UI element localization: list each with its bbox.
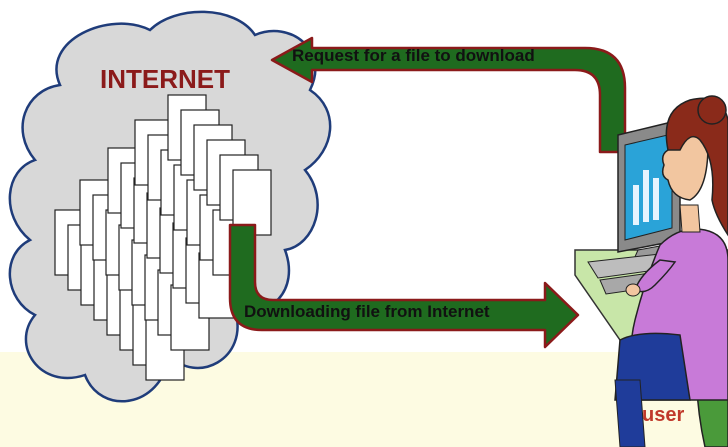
user-at-computer-icon xyxy=(574,95,728,447)
user-label: user xyxy=(642,404,685,426)
document-stack-icon xyxy=(54,94,272,381)
download-arrow xyxy=(228,223,580,349)
request-arrow xyxy=(270,36,627,154)
internet-label: INTERNET xyxy=(100,64,230,94)
download-arrow-label: Downloading file from Internet xyxy=(244,302,490,321)
request-arrow-label: Request for a file to download xyxy=(292,46,535,65)
